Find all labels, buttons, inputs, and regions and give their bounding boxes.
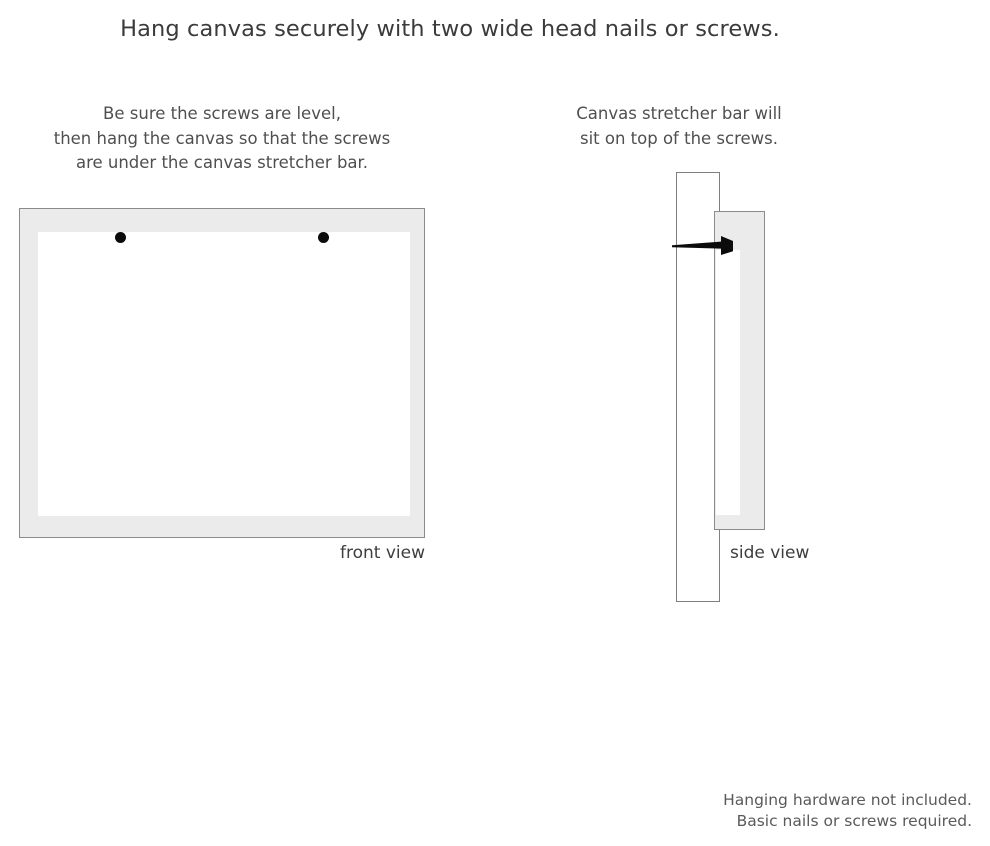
canvas-face-front [38,232,410,516]
footer-note-line-2: Basic nails or screws required. [736,812,972,830]
page-title: Hang canvas securely with two wide head … [120,16,780,42]
nail-icon [672,235,734,257]
screw-head-right-icon [318,232,329,243]
front-view-caption: Be sure the screws are level, then hang … [12,102,432,176]
footer-note-line-1: Hanging hardware not included. [723,791,972,809]
screw-head-left-icon [115,232,126,243]
footer-note: Hanging hardware not included. Basic nai… [552,790,972,832]
side-view-caption: Canvas stretcher bar will sit on top of … [538,102,820,151]
side-view-caption-line-1: Canvas stretcher bar will [576,104,782,123]
front-view-label: front view [340,543,425,563]
canvas-face-side [716,250,740,515]
front-view-diagram [19,208,425,538]
front-view-caption-line-2: then hang the canvas so that the screws [53,128,391,148]
side-view-diagram [660,165,840,615]
front-view-caption-line-3: are under the canvas stretcher bar. [75,153,369,172]
front-view-caption-line-1: Be sure the screws are level, [103,104,341,123]
side-view-caption-line-2: sit on top of the screws. [579,128,779,148]
side-view-label: side view [730,543,810,563]
